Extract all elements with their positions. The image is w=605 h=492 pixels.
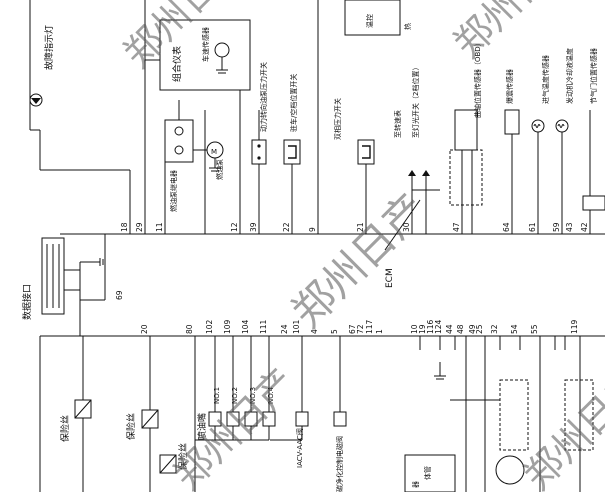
dual-pressure-switch-box	[357, 139, 375, 165]
pin-top-29: 29	[135, 222, 144, 232]
injector-label: 喷油嘴	[196, 413, 208, 440]
pin-bottom-55: 55	[530, 324, 539, 334]
pin-bottom-49: 49	[468, 324, 477, 334]
injector-no4: NO.4	[267, 386, 275, 404]
coolant-temp-sensor-label: 发动机冷却液温度	[565, 48, 574, 104]
pin-bottom-44: 44	[445, 324, 454, 334]
pin-bottom-10: 10	[410, 324, 419, 334]
pin-bottom-5: 5	[330, 329, 339, 334]
pin-top-11: 11	[155, 222, 164, 232]
pin-bottom-101: 101	[292, 319, 301, 334]
fuel-pump-relay-label: 燃油泵继电器	[169, 170, 178, 212]
speed-sensor-icon	[214, 42, 230, 58]
ps-pressure-switch-label: 动力转向油泵压力开关	[259, 62, 268, 132]
park-neutral-switch-box	[283, 139, 301, 165]
throttle-body-box	[404, 454, 456, 492]
throttle-body-label: 体管	[423, 466, 432, 480]
pin-bottom-104: 104	[241, 319, 250, 334]
crank-position-sensor-label: 曲轴位置传感器（OBD）	[473, 39, 482, 118]
pin-bottom-1: 1	[375, 329, 384, 334]
to-headlamp-switch-label: 至灯光开关（2档位置）	[411, 64, 420, 138]
pin-top-61: 61	[528, 222, 537, 232]
heat-label: 热	[403, 23, 412, 30]
fault-lamp-label: 故障指示灯	[43, 25, 55, 70]
combination-meter-box	[159, 19, 251, 91]
knock-sensor-box	[504, 109, 520, 135]
knock-sensor-label: 爆震传感器	[505, 69, 514, 104]
pin-bottom-119: 119	[570, 319, 579, 334]
pin-top-30: 30	[402, 222, 411, 232]
data-connector-label: 数据接口	[21, 284, 33, 320]
pin-bottom-111: 111	[259, 319, 268, 334]
pin-bottom-19: 19	[418, 324, 427, 334]
injector-no1: NO.1	[213, 387, 221, 404]
pin-top-43: 43	[565, 222, 574, 232]
fuse-3-label: 保险丝	[177, 443, 189, 470]
speed-sensor-label: 车速传感器	[201, 27, 210, 62]
pin-bottom-25: 25	[475, 324, 484, 334]
watermark-1: 郑州日产	[282, 184, 435, 337]
watermark-3: 郑州日产	[445, 0, 584, 66]
pin-labels-top: 18 29 11 12 39 22 9 21 30 47 64 61 59 43 42	[120, 222, 589, 232]
pin-bottom-4: 4	[310, 329, 319, 334]
pin-bottom-117: 117	[365, 319, 374, 334]
sensor-fragment-label: 器	[412, 481, 420, 488]
pin-top-22: 22	[282, 222, 291, 232]
to-tachometer-label: 至转速表	[393, 110, 402, 138]
temp-control-box	[344, 0, 401, 36]
canister-purge-box	[333, 411, 347, 427]
canister-purge-label: 碳净化控制电磁阀	[335, 436, 344, 492]
fuel-pump-motor-glyph: M	[211, 148, 217, 156]
pin-bottom-67: 67	[348, 324, 357, 334]
pin-bottom-72: 72	[356, 324, 365, 334]
pin-top-64: 64	[502, 222, 511, 232]
pin-top-47: 47	[452, 222, 461, 232]
pin-top-39: 39	[249, 222, 258, 232]
pin-top-59: 59	[552, 222, 561, 232]
ps-pressure-switch-box	[251, 139, 267, 165]
iacv-valve-box	[295, 411, 309, 427]
throttle-position-sensor-label: 节气门位置传感器	[589, 48, 598, 104]
dual-pressure-switch-label: 双相压力开关	[333, 98, 342, 140]
pin-bottom-48: 48	[456, 324, 465, 334]
ground-symbols	[80, 258, 446, 380]
watermark-4: 郑州日产	[165, 360, 304, 492]
pin-top-9: 9	[308, 227, 317, 232]
injector-group: NO.1 NO.2 NO.3 NO.4	[194, 336, 276, 492]
pin-top-21: 21	[356, 222, 365, 232]
fuel-pump-relay-box	[164, 119, 194, 163]
combination-meter-label: 组合仪表	[171, 46, 183, 82]
pin-bottom-116: 116	[426, 319, 435, 334]
pin-bottom-32: 32	[490, 324, 499, 334]
fuel-pump-label: 燃油泵	[215, 159, 224, 180]
fuse-1-label: 保险丝	[59, 415, 71, 442]
iacv-label: IACV-AAC阀	[295, 428, 304, 468]
temp-control-label: 温控	[365, 14, 374, 28]
pin-bottom-20: 20	[140, 324, 149, 334]
pin-bottom-80: 80	[185, 324, 194, 334]
injector-no2: NO.2	[231, 387, 239, 404]
pin-top-42: 42	[580, 222, 589, 232]
fuse-2-label: 保险丝	[125, 413, 137, 440]
pin-top-18: 18	[120, 222, 129, 232]
pin-top-12: 12	[230, 222, 239, 232]
pin-bottom-109: 109	[223, 319, 232, 334]
intake-air-temp-sensor-label: 进气温度传感器	[541, 55, 550, 104]
pin-bottom-124: 124	[434, 319, 443, 334]
park-neutral-switch-label: 驻车/空档位置开关	[289, 74, 298, 132]
pin-69: 69	[115, 290, 124, 300]
pin-bottom-24: 24	[280, 324, 289, 334]
pin-stubs-bottom	[419, 336, 566, 350]
ecm-label: ECM	[385, 268, 395, 288]
injector-no3: NO.3	[249, 387, 257, 404]
pin-bottom-54: 54	[510, 324, 519, 334]
pin-bottom-102: 102	[205, 319, 214, 334]
